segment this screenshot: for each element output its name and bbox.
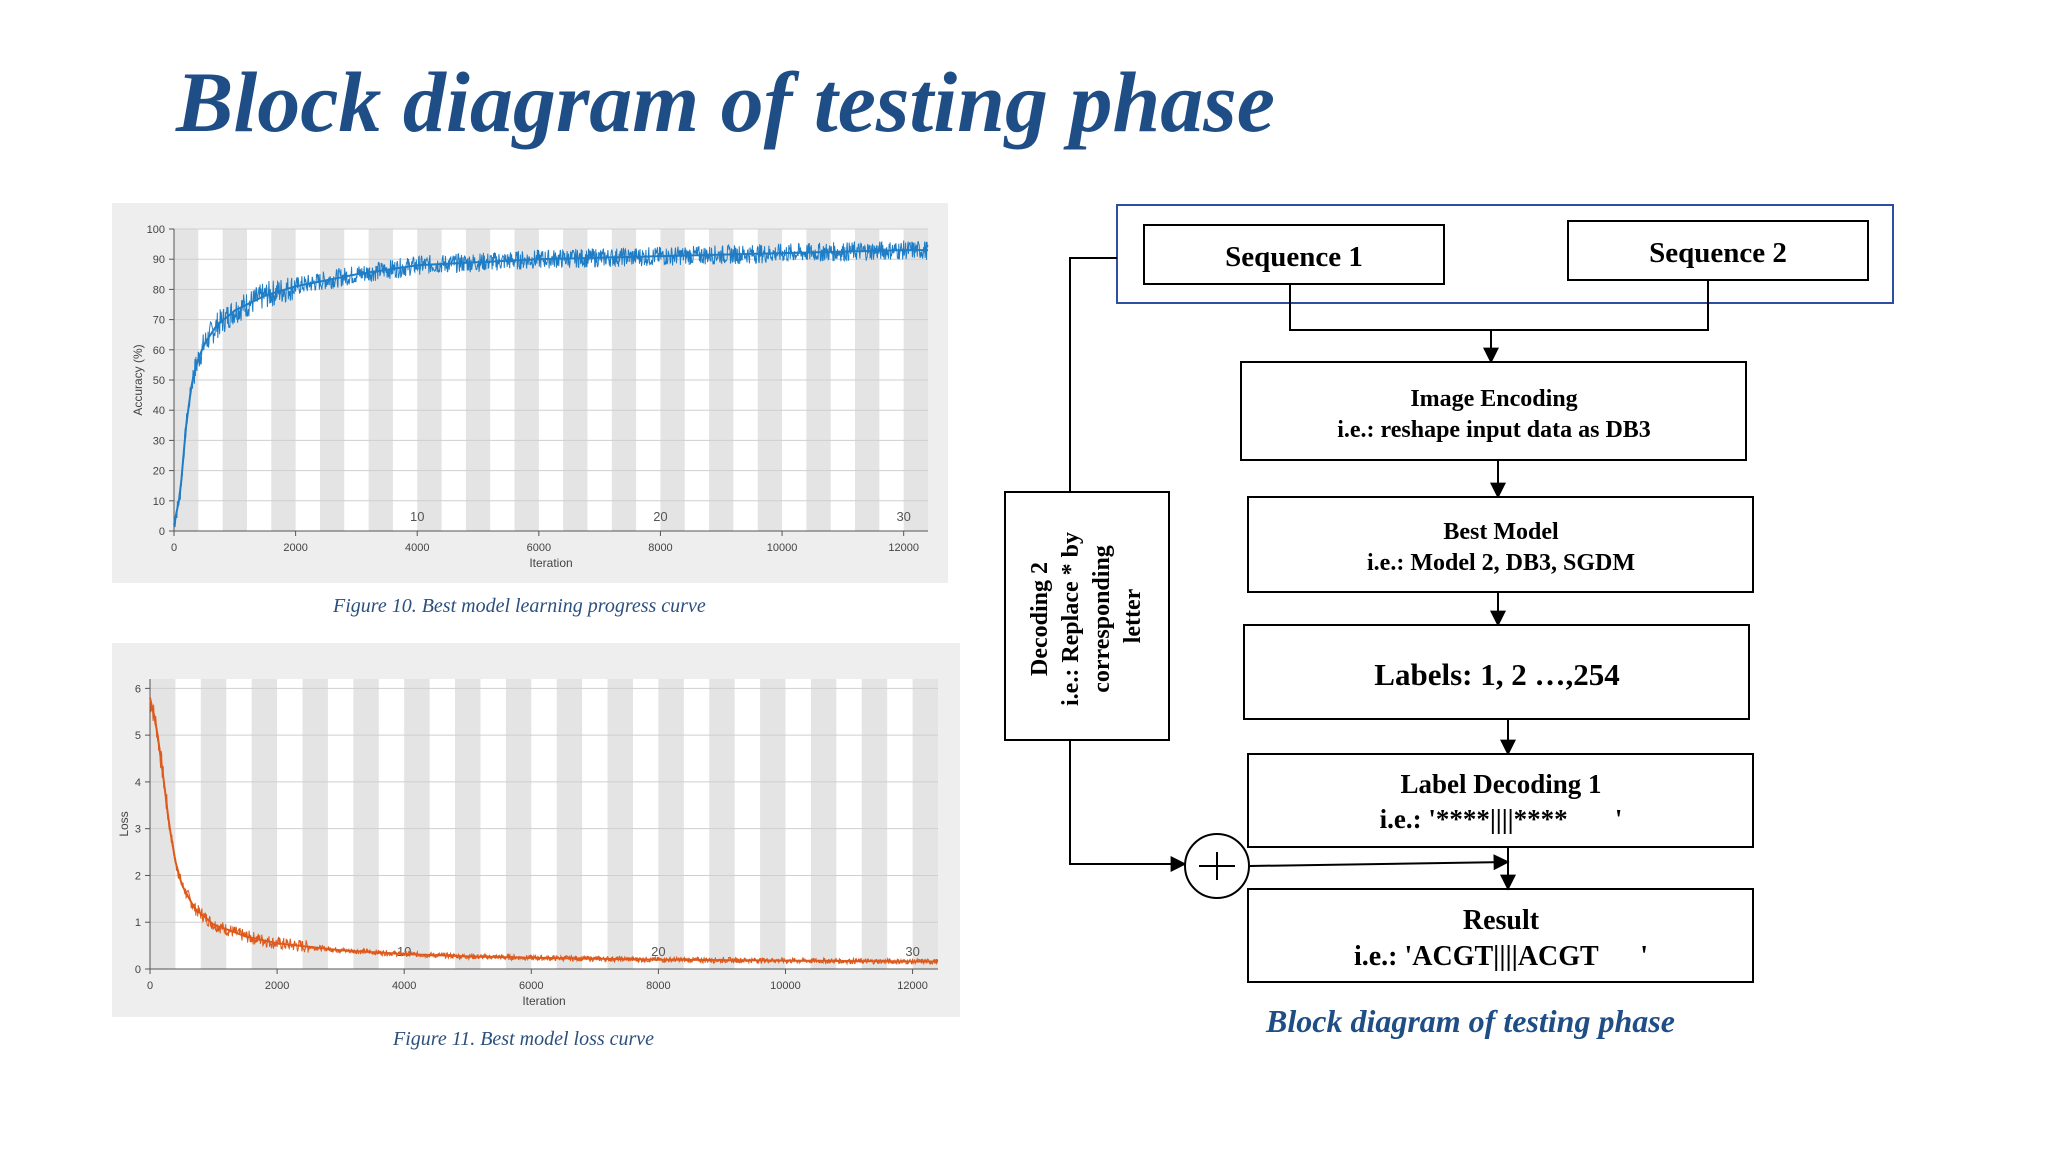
diagram-caption: Block diagram of testing phase (1266, 1003, 1675, 1039)
sequence-2-label: Sequence 2 (1649, 237, 1787, 269)
accuracy-chart-caption: Figure 10. Best model learning progress … (333, 595, 706, 617)
series-line (173, 240, 929, 528)
y-tick-label: 3 (135, 824, 141, 836)
image-encoding-title: Image Encoding (1410, 386, 1577, 412)
epoch-band (251, 679, 278, 969)
y-axis-label: Loss (117, 811, 131, 836)
series-trend-line (173, 249, 928, 526)
y-tick-label: 100 (147, 224, 165, 236)
decoding-2-line-2: i.e.: Replace * by (1058, 532, 1084, 706)
label-decoding-detail: i.e.: '****||||**** ' (1380, 804, 1623, 834)
epoch-band (200, 679, 227, 969)
y-tick-label: 2 (135, 870, 141, 882)
epoch-band (556, 679, 583, 969)
best-model-title: Best Model (1443, 519, 1559, 545)
decoding-2-line-1: Decoding 2 (1027, 562, 1053, 676)
labels-box (1243, 624, 1750, 720)
y-tick-label: 4 (135, 777, 141, 789)
best-model-box (1247, 496, 1754, 593)
page-title: Block diagram of testing phase (176, 54, 1275, 150)
epoch-label: 20 (653, 509, 667, 524)
x-tick-label: 12000 (888, 542, 919, 554)
x-tick-label: 8000 (648, 542, 672, 554)
y-tick-label: 30 (153, 435, 165, 447)
x-tick-label: 10000 (770, 980, 801, 992)
epoch-band (658, 679, 684, 969)
y-tick-label: 6 (135, 683, 141, 695)
epoch-band (861, 679, 888, 969)
x-tick-label: 6000 (519, 980, 543, 992)
sequence-1-label: Sequence 1 (1225, 241, 1363, 273)
series-line (149, 697, 939, 966)
epoch-band (505, 679, 532, 969)
label-decoding-title: Label Decoding 1 (1400, 769, 1601, 799)
y-tick-label: 70 (153, 315, 165, 327)
result-box (1247, 888, 1754, 983)
sequence-2-box (1567, 220, 1869, 281)
epoch-label: 30 (905, 944, 919, 959)
result-detail: i.e.: 'ACGT||||ACGT ' (1354, 941, 1648, 972)
x-tick-label: 2000 (283, 542, 307, 554)
epoch-label: 20 (651, 944, 665, 959)
decoding-2-line-4: letter (1120, 588, 1146, 643)
series-trend-line (149, 697, 938, 963)
y-tick-label: 50 (153, 375, 165, 387)
x-tick-label: 4000 (392, 980, 416, 992)
x-tick-label: 6000 (527, 542, 551, 554)
decoding-2-connectors (1069, 257, 1510, 872)
epoch-label: 30 (896, 509, 910, 524)
x-tick-label: 0 (171, 542, 177, 554)
y-tick-label: 90 (153, 254, 165, 266)
epoch-band (150, 679, 176, 969)
epoch-band (709, 679, 735, 969)
sum-icon-cross (1199, 852, 1235, 880)
x-tick-label: 8000 (646, 980, 670, 992)
x-axis-label: Iteration (529, 556, 572, 570)
loss-chart-caption: Figure 11. Best model loss curve (393, 1028, 655, 1050)
y-tick-label: 0 (159, 526, 165, 538)
x-tick-label: 0 (147, 980, 153, 992)
epoch-band (810, 679, 837, 969)
label-decoding-box (1247, 753, 1754, 848)
y-tick-label: 0 (135, 964, 141, 976)
image-encoding-box (1240, 361, 1747, 461)
decoding-2-text: Decoding 2 i.e.: Replace * by correspond… (1027, 526, 1146, 706)
y-tick-label: 20 (153, 466, 165, 478)
sequence-1-box (1143, 224, 1445, 285)
sequence-group-frame (1116, 204, 1894, 304)
x-tick-label: 12000 (897, 980, 928, 992)
y-tick-label: 60 (153, 345, 165, 357)
decoding-2-box (1004, 491, 1170, 741)
epoch-label: 10 (410, 509, 424, 524)
epoch-band (760, 679, 786, 969)
epoch-band (455, 679, 481, 969)
y-tick-label: 40 (153, 405, 165, 417)
x-tick-label: 4000 (405, 542, 429, 554)
y-tick-label: 10 (153, 496, 165, 508)
result-title: Result (1463, 905, 1540, 936)
y-tick-label: 5 (135, 730, 141, 742)
y-tick-label: 1 (135, 917, 141, 929)
plot-area (150, 679, 938, 969)
y-tick-label: 80 (153, 284, 165, 296)
x-axis-label: Iteration (522, 994, 565, 1008)
epoch-band (404, 679, 430, 969)
decoding-2-line-3: corresponding (1089, 545, 1115, 693)
labels-text: Labels: 1, 2 …,254 (1374, 657, 1619, 692)
x-tick-label: 10000 (767, 542, 798, 554)
epoch-band (912, 679, 938, 969)
best-model-detail: i.e.: Model 2, DB3, SGDM (1367, 550, 1635, 576)
sequence-merge-connector (1289, 280, 1709, 364)
epoch-band (302, 679, 328, 969)
epoch-band (353, 679, 379, 969)
image-encoding-detail: i.e.: reshape input data as DB3 (1337, 417, 1651, 443)
y-axis-label: Accuracy (%) (131, 344, 145, 415)
accuracy-chart: 0 10 20 30 40 50 60 70 80 90 100 0 2000 4000 6000 8000 1… (112, 203, 948, 583)
x-tick-label: 2000 (265, 980, 289, 992)
epoch-band (607, 679, 633, 969)
